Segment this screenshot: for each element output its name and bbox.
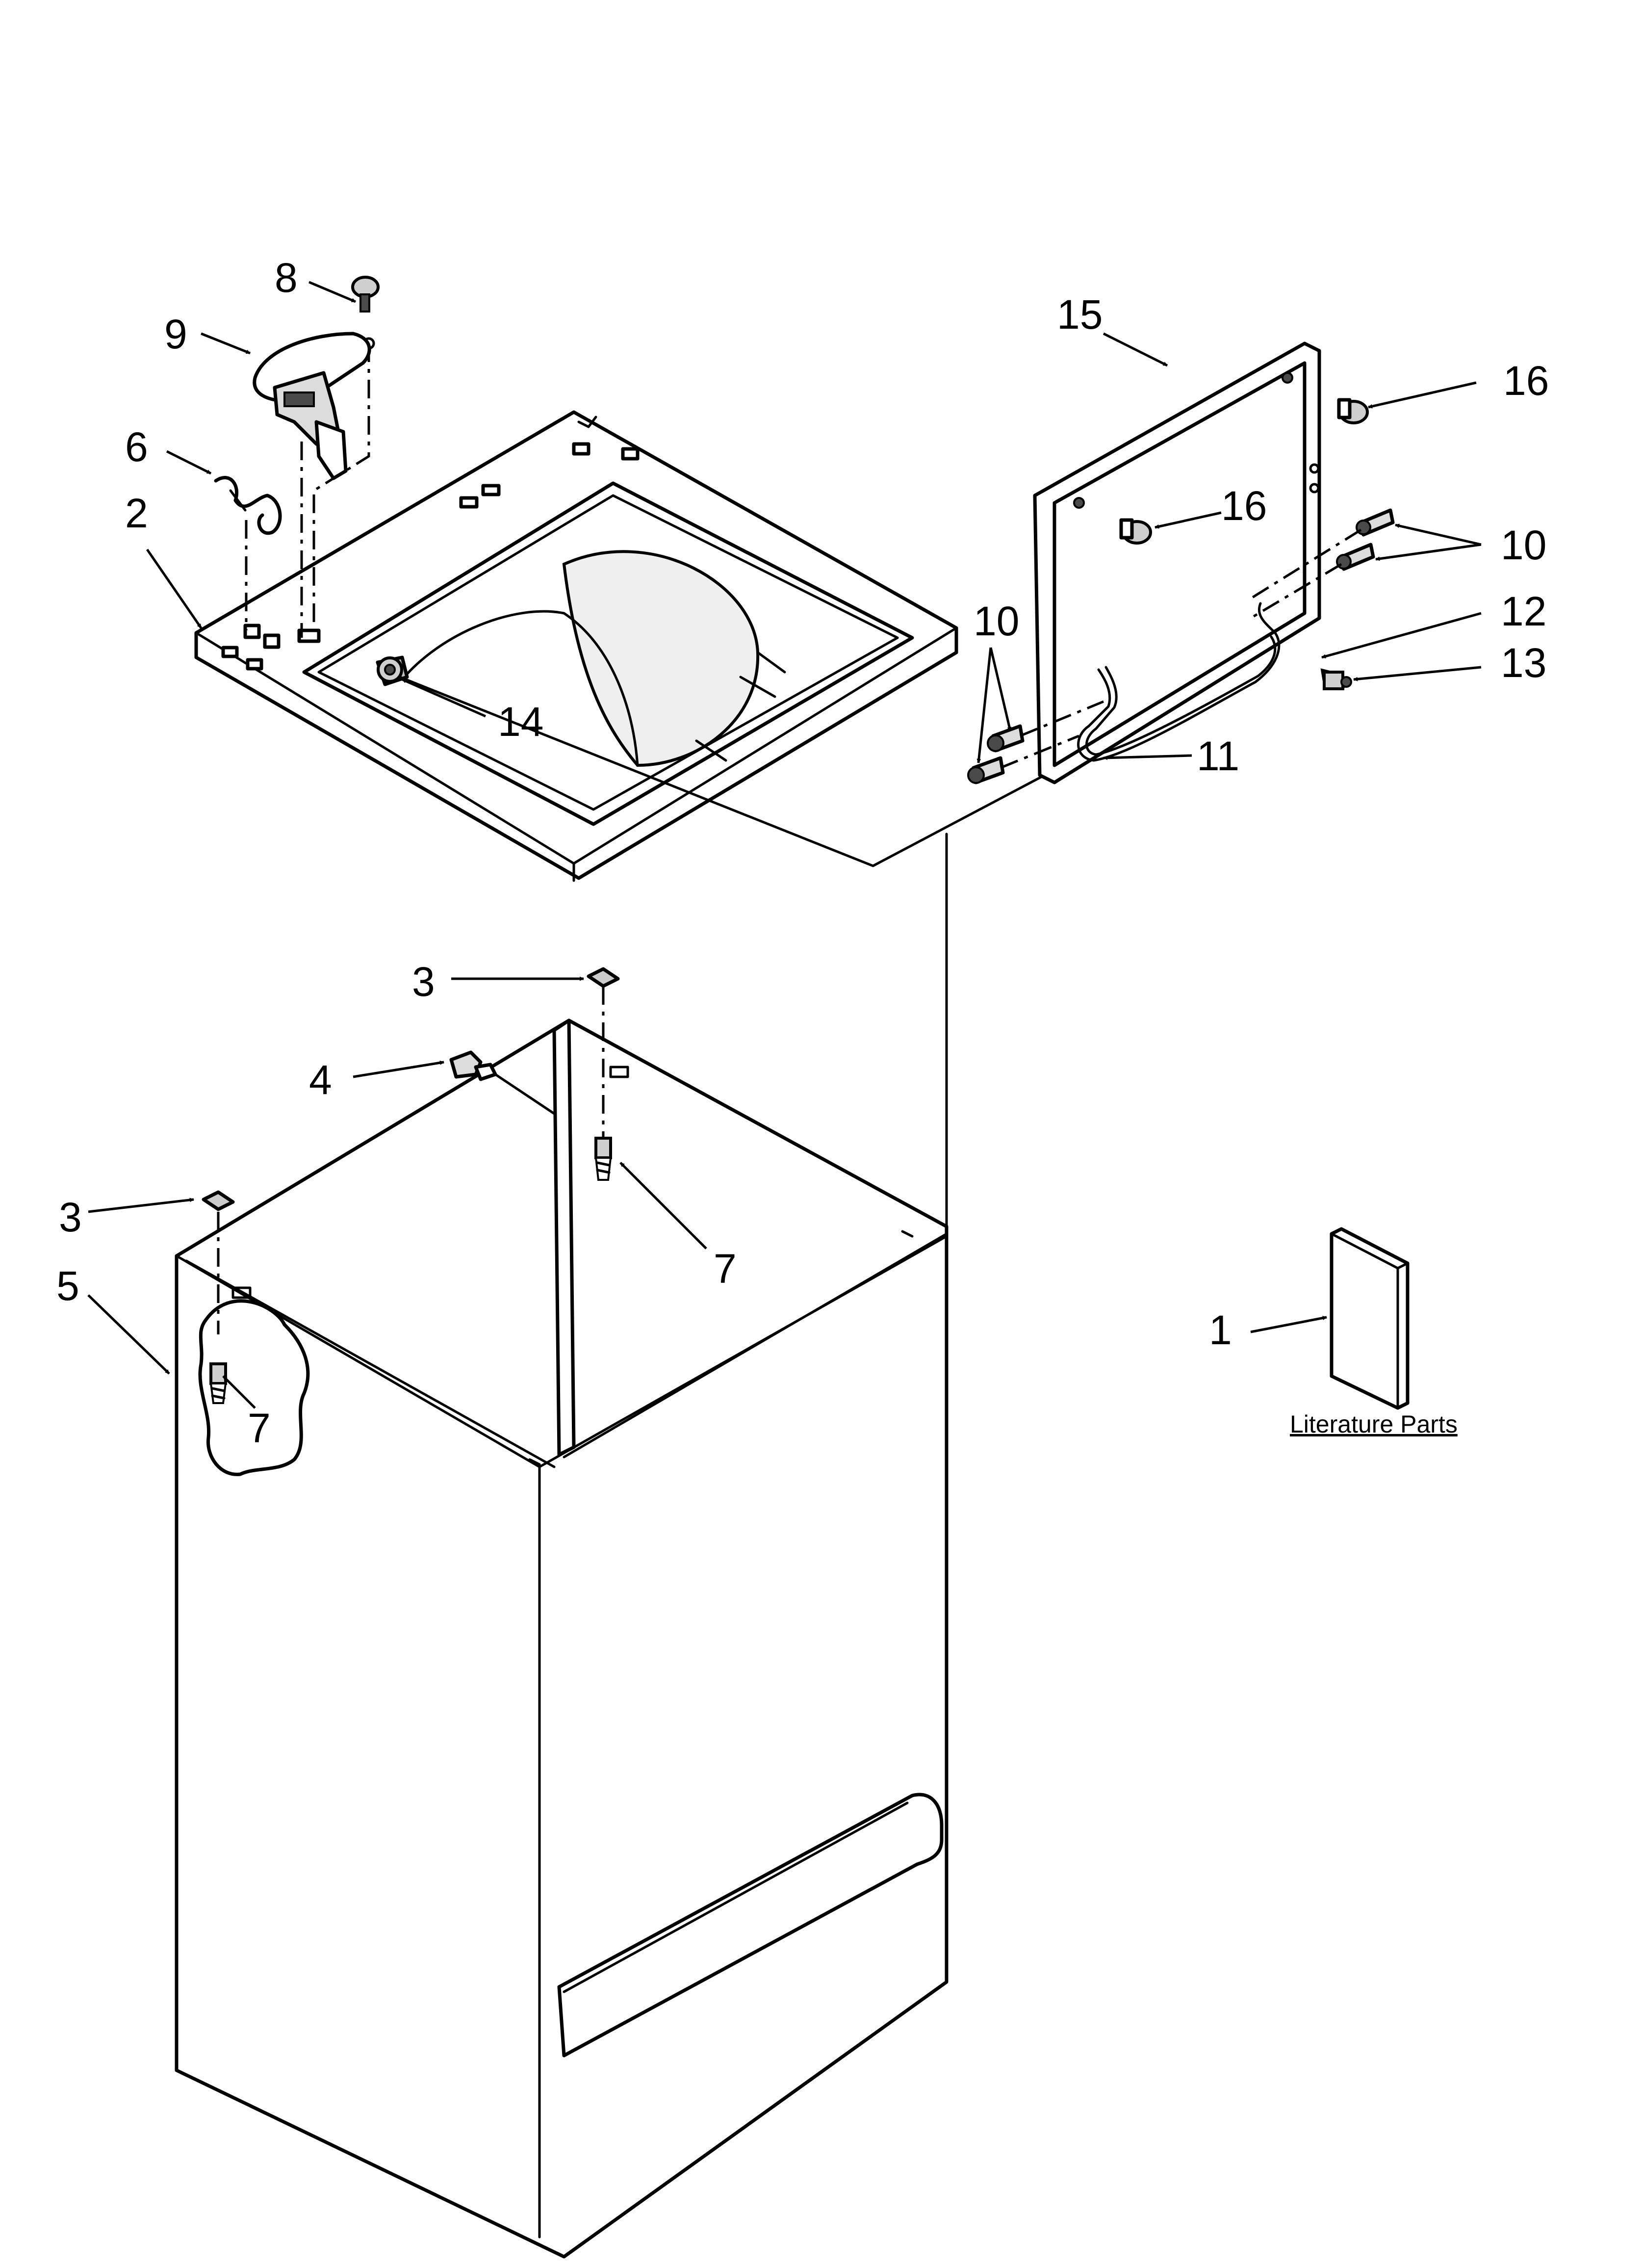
- callout-14: 14: [498, 699, 543, 745]
- callout-6: 6: [125, 424, 148, 470]
- literature-pack-1: [1330, 1227, 1410, 1410]
- callout-7: 7: [714, 1246, 737, 1292]
- assembly-line: [1250, 563, 1342, 620]
- wire-harness-11-12: [1077, 602, 1352, 762]
- assembly-line: [1000, 734, 1079, 769]
- callout-10: 10: [974, 598, 1019, 644]
- callout-8: 8: [275, 255, 298, 301]
- literature-parts-label: Literature Parts: [1290, 1410, 1458, 1438]
- knob-16a: [1337, 398, 1369, 424]
- assembly-line: [494, 1073, 556, 1115]
- callout-9: 9: [164, 311, 187, 357]
- screw-7b: [209, 1362, 227, 1404]
- assembly-line: [1020, 700, 1104, 737]
- callout-11: 11: [1197, 733, 1239, 779]
- clip-6: [214, 476, 282, 535]
- screw-8: [351, 276, 380, 350]
- callout-15: 15: [1057, 291, 1103, 338]
- lid-switch-9: [253, 332, 371, 480]
- knob-16b: [1119, 518, 1152, 545]
- callout-7: 7: [248, 1405, 271, 1451]
- callout-2: 2: [125, 490, 148, 536]
- assembly-line: [386, 671, 1046, 867]
- callout-leaders: [87, 281, 1482, 1409]
- screw-10-left: [967, 724, 1025, 784]
- callout-3: 3: [59, 1194, 82, 1240]
- callout-1: 1: [1209, 1307, 1232, 1353]
- callout-3: 3: [412, 959, 435, 1005]
- callout-10: 10: [1501, 522, 1546, 568]
- part-14: [377, 656, 403, 683]
- clip-3a: [587, 967, 620, 988]
- callout-16: 16: [1221, 483, 1267, 529]
- assembly-line: [1250, 528, 1362, 600]
- callout-13: 13: [1501, 640, 1546, 686]
- console-frame-15: [1033, 341, 1321, 784]
- screw-4: [449, 1050, 497, 1081]
- callout-12: 12: [1501, 588, 1546, 634]
- screw-10-right: [1336, 508, 1395, 571]
- screw-7a: [594, 1137, 612, 1181]
- cabinet-5: [175, 1018, 949, 2259]
- callout-5: 5: [56, 1263, 79, 1309]
- callout-16: 16: [1503, 358, 1549, 404]
- callout-4: 4: [309, 1057, 332, 1103]
- clip-3b: [202, 1190, 235, 1211]
- top-panel: [194, 410, 958, 882]
